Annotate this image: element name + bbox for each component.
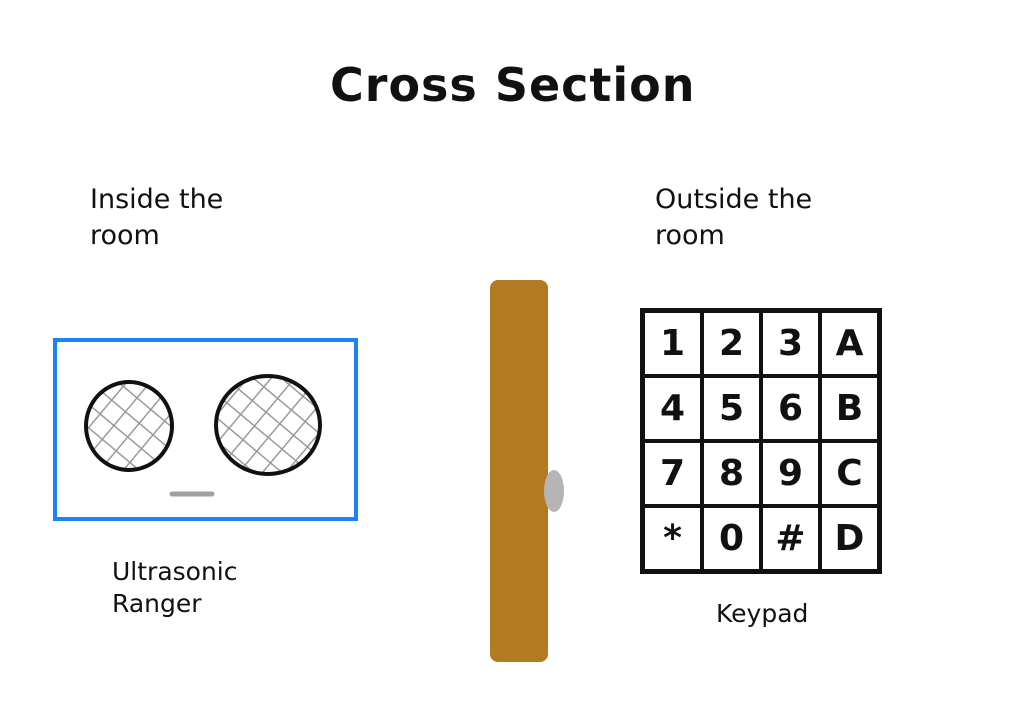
keypad-key: 9 <box>761 441 820 506</box>
keypad-key: 6 <box>761 376 820 441</box>
keypad-key: 5 <box>702 376 761 441</box>
keypad-key: D <box>820 506 879 571</box>
left-transducer-icon <box>84 380 174 472</box>
door-cross-section <box>490 280 548 662</box>
ultrasonic-ranger-box <box>53 338 358 521</box>
right-transducer-icon <box>214 374 322 476</box>
keypad-key: 4 <box>643 376 702 441</box>
keypad-key: * <box>643 506 702 571</box>
keypad: 1 2 3 A 4 5 6 B 7 8 9 C * 0 # D <box>640 308 882 574</box>
keypad-key: A <box>820 311 879 376</box>
keypad-key: C <box>820 441 879 506</box>
keypad-label: Keypad <box>716 599 809 628</box>
outside-room-label: Outside the room <box>655 184 813 251</box>
keypad-key: B <box>820 376 879 441</box>
inside-room-label: Inside the room <box>90 184 224 251</box>
keypad-key: 3 <box>761 311 820 376</box>
keypad-key: # <box>761 506 820 571</box>
diagram-title: Cross Section <box>330 58 696 112</box>
keypad-key: 7 <box>643 441 702 506</box>
keypad-key: 2 <box>702 311 761 376</box>
keypad-key: 8 <box>702 441 761 506</box>
keypad-key: 1 <box>643 311 702 376</box>
door-knob <box>544 470 564 512</box>
keypad-key: 0 <box>702 506 761 571</box>
ultrasonic-ranger-label: Ultrasonic Ranger <box>112 557 238 618</box>
